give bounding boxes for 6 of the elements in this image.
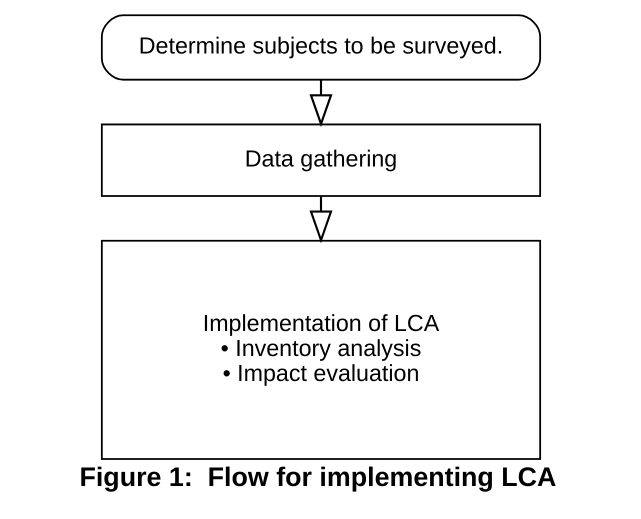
- arrow: [308, 80, 332, 128]
- node-box: Data gathering: [100, 124, 541, 197]
- node-box: Determine subjects to be surveyed.: [100, 14, 541, 81]
- node-box: Implementation of LCA • Inventory analysis • Impact evaluation: [100, 240, 541, 460]
- caption: Figure 1: Flow for implementing LCA: [78, 462, 556, 492]
- arrow: [308, 196, 332, 244]
